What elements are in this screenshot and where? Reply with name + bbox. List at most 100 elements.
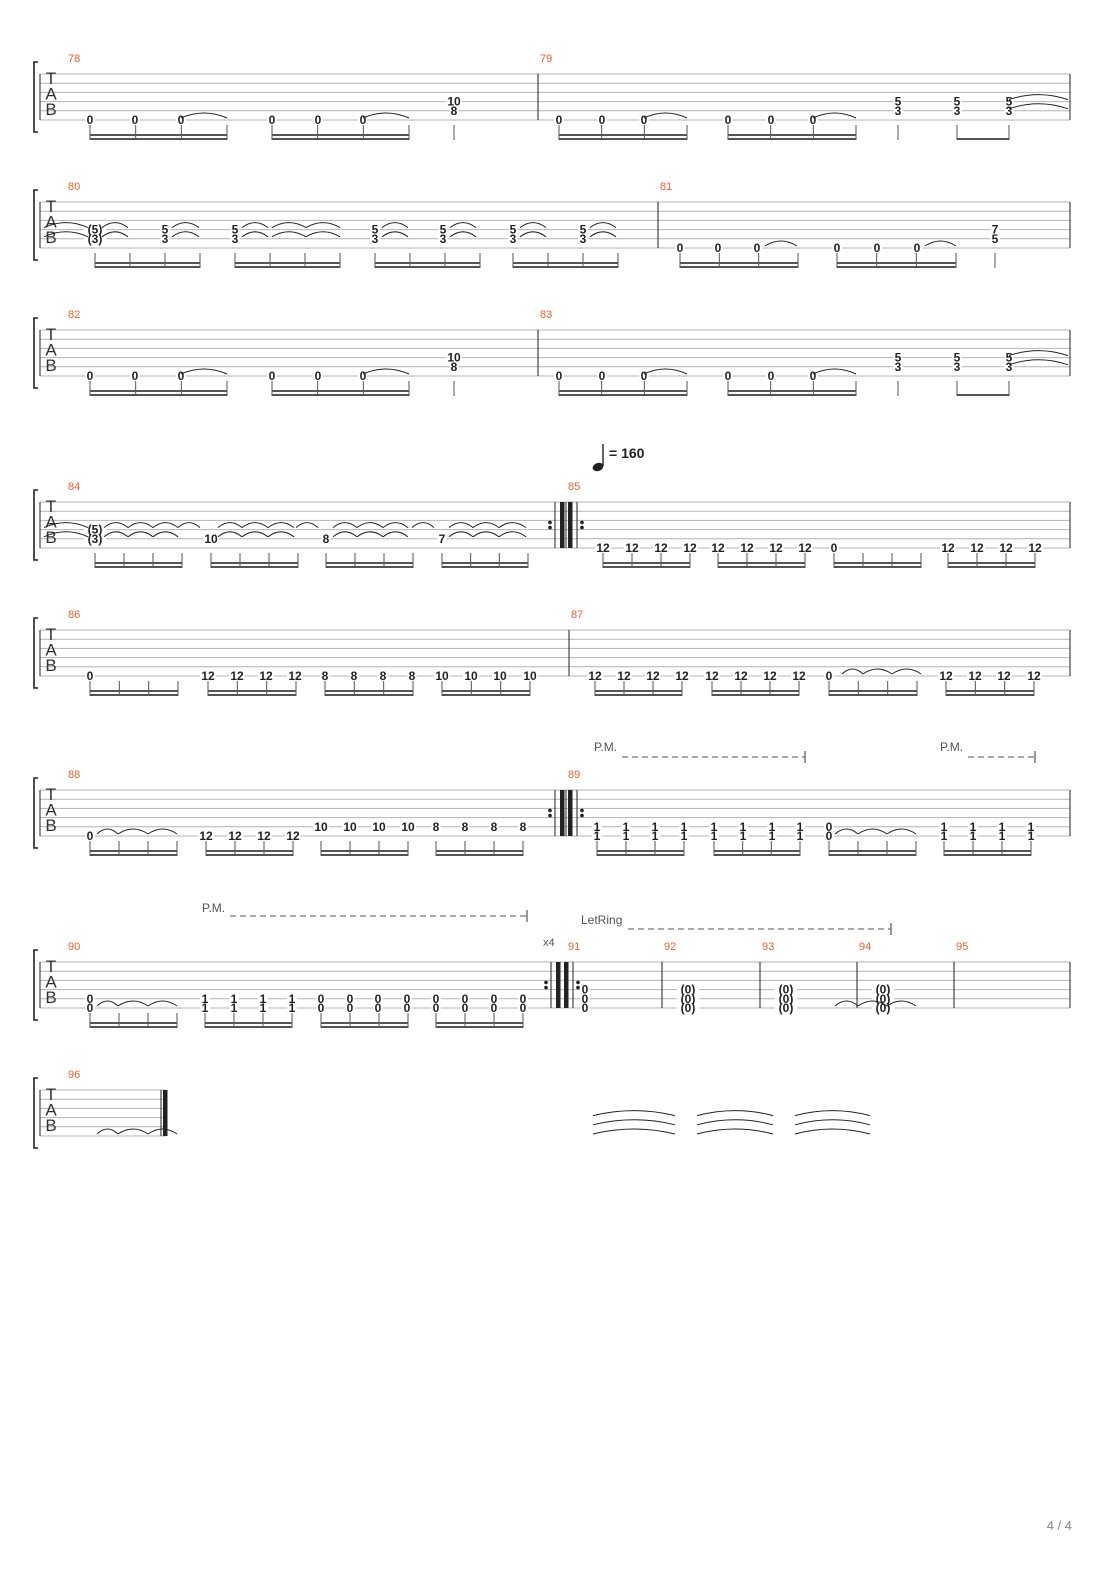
final-thick-bar bbox=[163, 1090, 168, 1136]
fret-bg bbox=[675, 244, 685, 254]
fret-number: 1 bbox=[623, 829, 630, 843]
beam bbox=[595, 694, 682, 696]
tie bbox=[241, 222, 269, 228]
fret-number: 0 bbox=[462, 1001, 469, 1015]
fret-bg bbox=[580, 1004, 590, 1014]
fret-number: 0 bbox=[404, 992, 411, 1006]
fret-number: 0 bbox=[725, 113, 732, 127]
fret-bg bbox=[160, 225, 170, 236]
fret-number: 1 bbox=[941, 829, 948, 843]
fret-number: 12 bbox=[683, 541, 697, 555]
beam bbox=[718, 566, 805, 568]
fret-bg bbox=[1026, 672, 1042, 682]
tie bbox=[43, 231, 89, 238]
tie bbox=[924, 240, 957, 247]
beam bbox=[206, 850, 293, 852]
beam bbox=[948, 562, 1035, 564]
beam bbox=[680, 262, 798, 264]
fret-number: 12 bbox=[1028, 541, 1042, 555]
fret-number: 0 bbox=[375, 1001, 382, 1015]
beam bbox=[321, 1026, 408, 1028]
fret-number: 1 bbox=[652, 820, 659, 834]
tie bbox=[101, 231, 129, 238]
fret-number: 5 bbox=[1006, 351, 1013, 365]
tab-clef-letter: A bbox=[45, 801, 57, 820]
fret-bg bbox=[518, 1004, 528, 1014]
fret-number: 8 bbox=[520, 820, 527, 834]
fret-number: 0 bbox=[433, 1001, 440, 1015]
tie bbox=[1008, 94, 1069, 101]
fret-bg bbox=[967, 672, 983, 682]
fret-bg bbox=[373, 994, 383, 1005]
fret-number: 1 bbox=[202, 1001, 209, 1015]
beam bbox=[208, 694, 296, 696]
repeat-thick-bar bbox=[560, 502, 565, 548]
measure-number: 94 bbox=[859, 941, 871, 953]
fret-bg bbox=[592, 832, 602, 842]
fret-bg bbox=[808, 116, 818, 126]
system-bracket bbox=[33, 189, 38, 261]
beam bbox=[718, 562, 805, 564]
fret-bg bbox=[1004, 97, 1014, 108]
fret-number: (0) bbox=[681, 983, 696, 997]
fret-bg bbox=[200, 994, 210, 1005]
beam bbox=[946, 694, 1034, 696]
fret-number: 1 bbox=[970, 820, 977, 834]
fret-bg bbox=[766, 116, 776, 126]
fret-number: 1 bbox=[289, 992, 296, 1006]
fret-bg bbox=[797, 544, 813, 554]
tie bbox=[147, 828, 178, 835]
fret-bg bbox=[230, 225, 240, 236]
fret-bg bbox=[997, 832, 1007, 842]
beam bbox=[559, 394, 687, 396]
tie bbox=[498, 531, 527, 538]
beam bbox=[837, 266, 956, 268]
fret-number: 1 bbox=[999, 820, 1006, 834]
fret-bg bbox=[446, 97, 462, 108]
beam bbox=[712, 690, 799, 692]
fret-number: (0) bbox=[681, 992, 696, 1006]
fret-number: 12 bbox=[675, 669, 689, 683]
fret-number: 0 bbox=[599, 369, 606, 383]
fret-number: 0 bbox=[520, 1001, 527, 1015]
beam bbox=[211, 562, 298, 564]
fret-number: 12 bbox=[199, 829, 213, 843]
beam bbox=[436, 1022, 523, 1024]
tie bbox=[217, 522, 243, 528]
measure-number: 88 bbox=[68, 769, 80, 781]
tie bbox=[177, 522, 201, 528]
fret-bg bbox=[676, 985, 700, 996]
fret-bg bbox=[893, 97, 903, 108]
repeat-thick-bar bbox=[568, 502, 573, 548]
fret-number: 10 bbox=[343, 820, 357, 834]
fret-number: 5 bbox=[895, 95, 902, 109]
fret-bg bbox=[580, 985, 590, 996]
fret-bg bbox=[267, 372, 277, 382]
fret-number: 1 bbox=[202, 992, 209, 1006]
tie bbox=[381, 222, 409, 228]
tie bbox=[147, 1000, 178, 1007]
tie bbox=[127, 531, 154, 538]
fret-number: 3 bbox=[162, 232, 169, 246]
measure-number: 79 bbox=[540, 53, 552, 65]
fret-number: 12 bbox=[763, 669, 777, 683]
fret-bg bbox=[438, 234, 448, 245]
repeat-dot bbox=[548, 813, 552, 818]
fret-bg bbox=[287, 1004, 297, 1014]
fret-number: 12 bbox=[230, 669, 244, 683]
tie bbox=[592, 1128, 676, 1135]
fret-bg bbox=[1027, 544, 1043, 554]
fret-number: 12 bbox=[617, 669, 631, 683]
fret-bg bbox=[774, 1004, 798, 1014]
tie bbox=[449, 222, 477, 228]
fret-bg bbox=[639, 372, 649, 382]
fret-number: 0 bbox=[491, 992, 498, 1006]
fret-bg bbox=[767, 822, 777, 833]
fret-bg bbox=[492, 672, 508, 682]
fret-bg bbox=[83, 525, 107, 536]
fret-number: 3 bbox=[440, 232, 447, 246]
fret-bg bbox=[176, 116, 186, 126]
tie bbox=[171, 222, 200, 229]
